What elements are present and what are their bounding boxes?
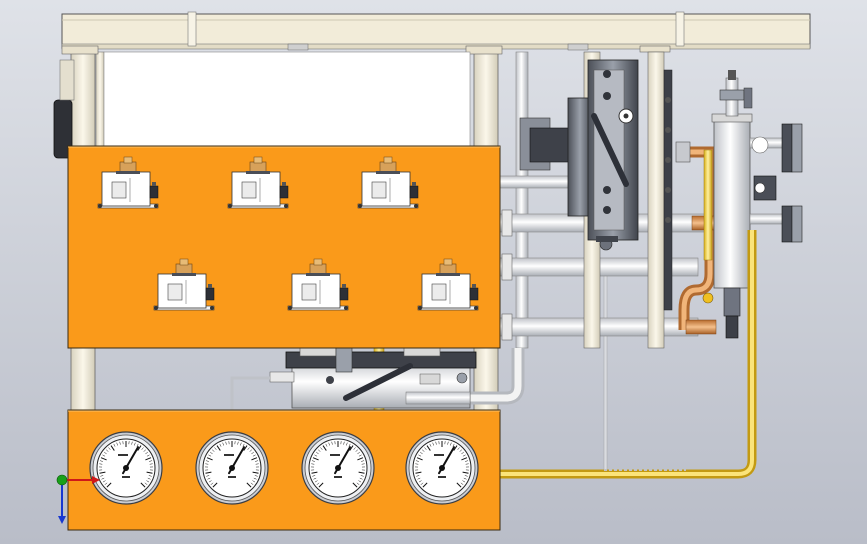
pressure-gauge-icon <box>405 431 479 505</box>
upper-enclosure <box>103 51 471 148</box>
pressure-switch-icon <box>153 258 215 311</box>
pressure-switch-group <box>97 156 479 311</box>
valve-handle-icon <box>591 113 629 187</box>
pressure-gauge-group <box>89 431 479 505</box>
central-pump <box>230 345 477 410</box>
pressure-switch-icon <box>97 156 159 209</box>
pressure-gauge-icon <box>89 431 163 505</box>
flange-icon <box>749 123 803 243</box>
top-crossbeam <box>61 13 811 49</box>
pressure-switch-icon <box>417 258 479 311</box>
frame-post-inner-left <box>95 51 105 148</box>
triad-axis-icon <box>56 474 100 524</box>
pressure-gauge-icon <box>301 431 375 505</box>
separator-vessel <box>713 117 751 289</box>
pressure-switch-icon <box>357 156 419 209</box>
pressure-gauge-icon <box>195 431 269 505</box>
pressure-switch-icon <box>287 258 349 311</box>
pressure-switch-icon <box>227 156 289 209</box>
right-assembly <box>470 51 803 471</box>
